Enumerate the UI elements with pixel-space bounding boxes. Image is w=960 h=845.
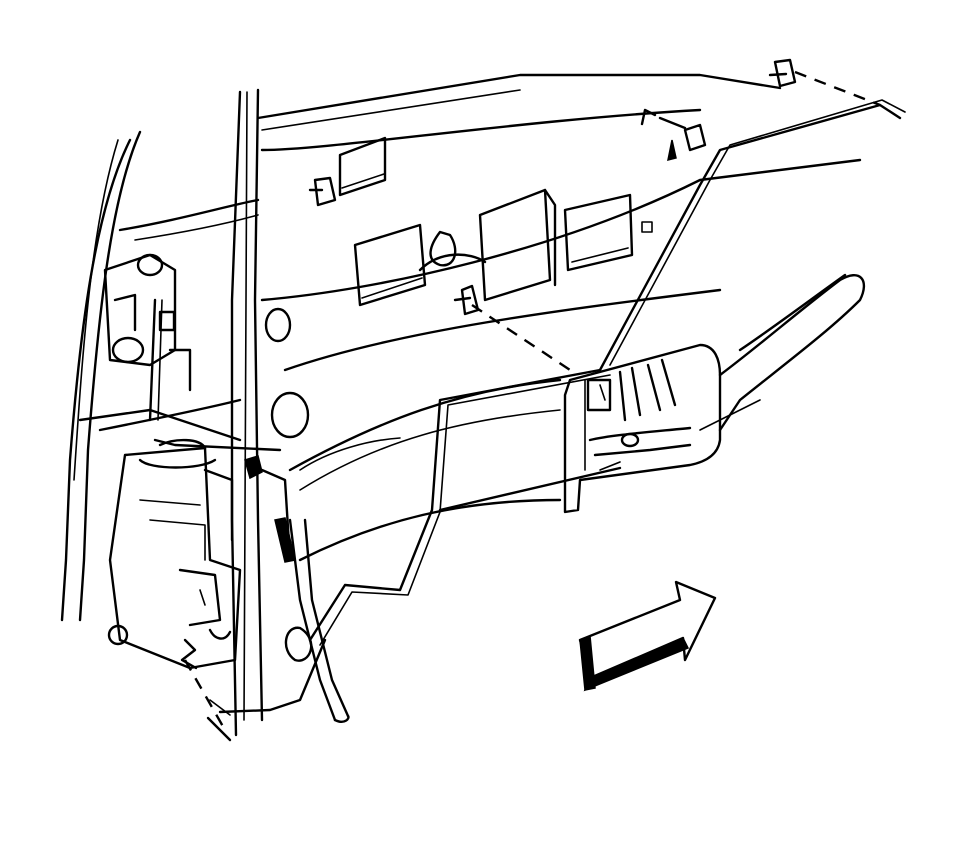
inside-handle — [563, 273, 866, 514]
lock-rod — [148, 298, 282, 452]
door-frame — [60, 88, 264, 737]
rod-clips — [183, 58, 881, 742]
panel-openings — [338, 136, 653, 307]
door-inner-panel — [78, 73, 862, 562]
lock-actuator — [103, 253, 292, 670]
handle-rod — [209, 99, 906, 723]
direction-arrow — [578, 580, 717, 692]
